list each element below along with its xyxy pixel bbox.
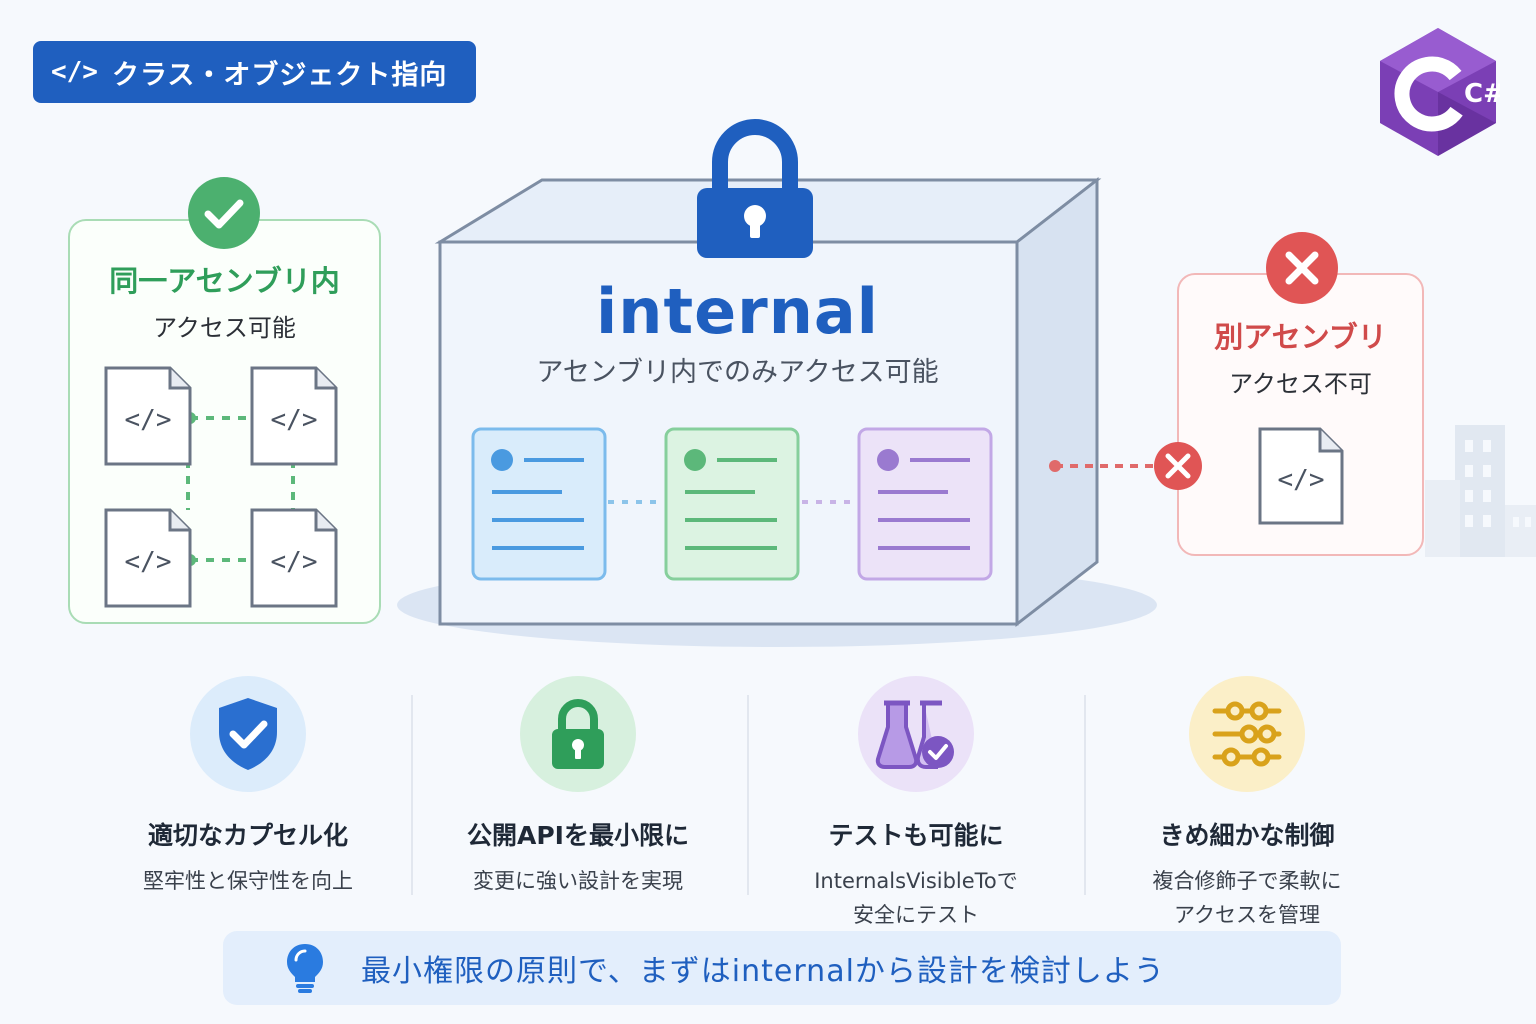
flask-check-icon	[858, 676, 974, 792]
feature-minimal-api: 公開APIを最小限に 変更に強い設計を実現	[428, 676, 728, 898]
file-glyph: </>	[125, 547, 172, 577]
class-doc-blue	[471, 427, 607, 581]
sliders-icon	[1189, 676, 1305, 792]
category-badge: </> クラス・オブジェクト指向	[33, 41, 476, 103]
file-icon	[104, 508, 192, 608]
feature-encapsulation: 適切なカプセル化 堅牢性と保守性を向上	[98, 676, 398, 898]
file-glyph: </>	[271, 547, 318, 577]
same-assembly-subtitle: アクセス可能	[153, 314, 296, 342]
feature-title: 公開APIを最小限に	[467, 821, 689, 850]
tip-text: 最小権限の原則で、まずはinternalから設計を検討しよう	[361, 954, 1165, 989]
buildings-icon	[1425, 425, 1536, 557]
feature-desc: 変更に強い設計を実現	[473, 869, 683, 893]
class-doc-purple	[857, 427, 993, 581]
code-icon: </>	[51, 57, 98, 87]
check-circle-icon	[188, 177, 260, 249]
file-icon	[250, 366, 338, 466]
feature-title: きめ細かな制御	[1159, 821, 1335, 850]
file-glyph: </>	[125, 405, 172, 435]
tip-banner: 最小権限の原則で、まずはinternalから設計を検討しよう	[223, 931, 1341, 1005]
other-assembly-title: 別アセンブリ	[1214, 320, 1387, 354]
file-icon	[250, 508, 338, 608]
csharp-logo: C#	[1380, 28, 1500, 156]
internal-title: internal	[596, 275, 879, 348]
file-glyph: </>	[1278, 465, 1325, 495]
feature-desc: 複合修飾子で柔軟に アクセスを管理	[1152, 869, 1342, 927]
other-assembly-subtitle: アクセス不可	[1229, 370, 1372, 398]
internal-assembly-box	[397, 119, 1157, 647]
feature-title: テストも可能に	[828, 821, 1004, 850]
feature-desc: 堅牢性と保守性を向上	[143, 869, 353, 893]
file-icon: </>	[1258, 427, 1344, 525]
feature-fine-control: きめ細かな制御 複合修飾子で柔軟に アクセスを管理	[1097, 676, 1397, 932]
same-assembly-files: </> </> </> </>	[104, 366, 338, 608]
blocked-access-link	[1049, 442, 1202, 490]
shield-check-icon	[190, 676, 306, 792]
lock-icon	[697, 119, 813, 258]
x-circle-icon	[1266, 232, 1338, 304]
feature-title: 適切なカプセル化	[147, 821, 348, 850]
internal-subtitle: アセンブリ内でのみアクセス可能	[536, 357, 939, 388]
blocked-x-icon	[1154, 442, 1202, 490]
lock-icon	[520, 676, 636, 792]
csharp-logo-text: C#	[1464, 79, 1500, 109]
feature-testable: テストも可能に InternalsVisibleToで 安全にテスト	[766, 676, 1066, 932]
divider	[747, 695, 749, 895]
divider	[411, 695, 413, 895]
file-icon	[104, 366, 192, 466]
lightbulb-icon	[287, 944, 323, 993]
feature-desc: InternalsVisibleToで 安全にテスト	[814, 869, 1018, 927]
file-glyph: </>	[271, 405, 318, 435]
category-label: クラス・オブジェクト指向	[111, 59, 448, 91]
same-assembly-title: 同一アセンブリ内	[109, 264, 340, 298]
divider	[1084, 695, 1086, 895]
class-doc-green	[664, 427, 800, 581]
